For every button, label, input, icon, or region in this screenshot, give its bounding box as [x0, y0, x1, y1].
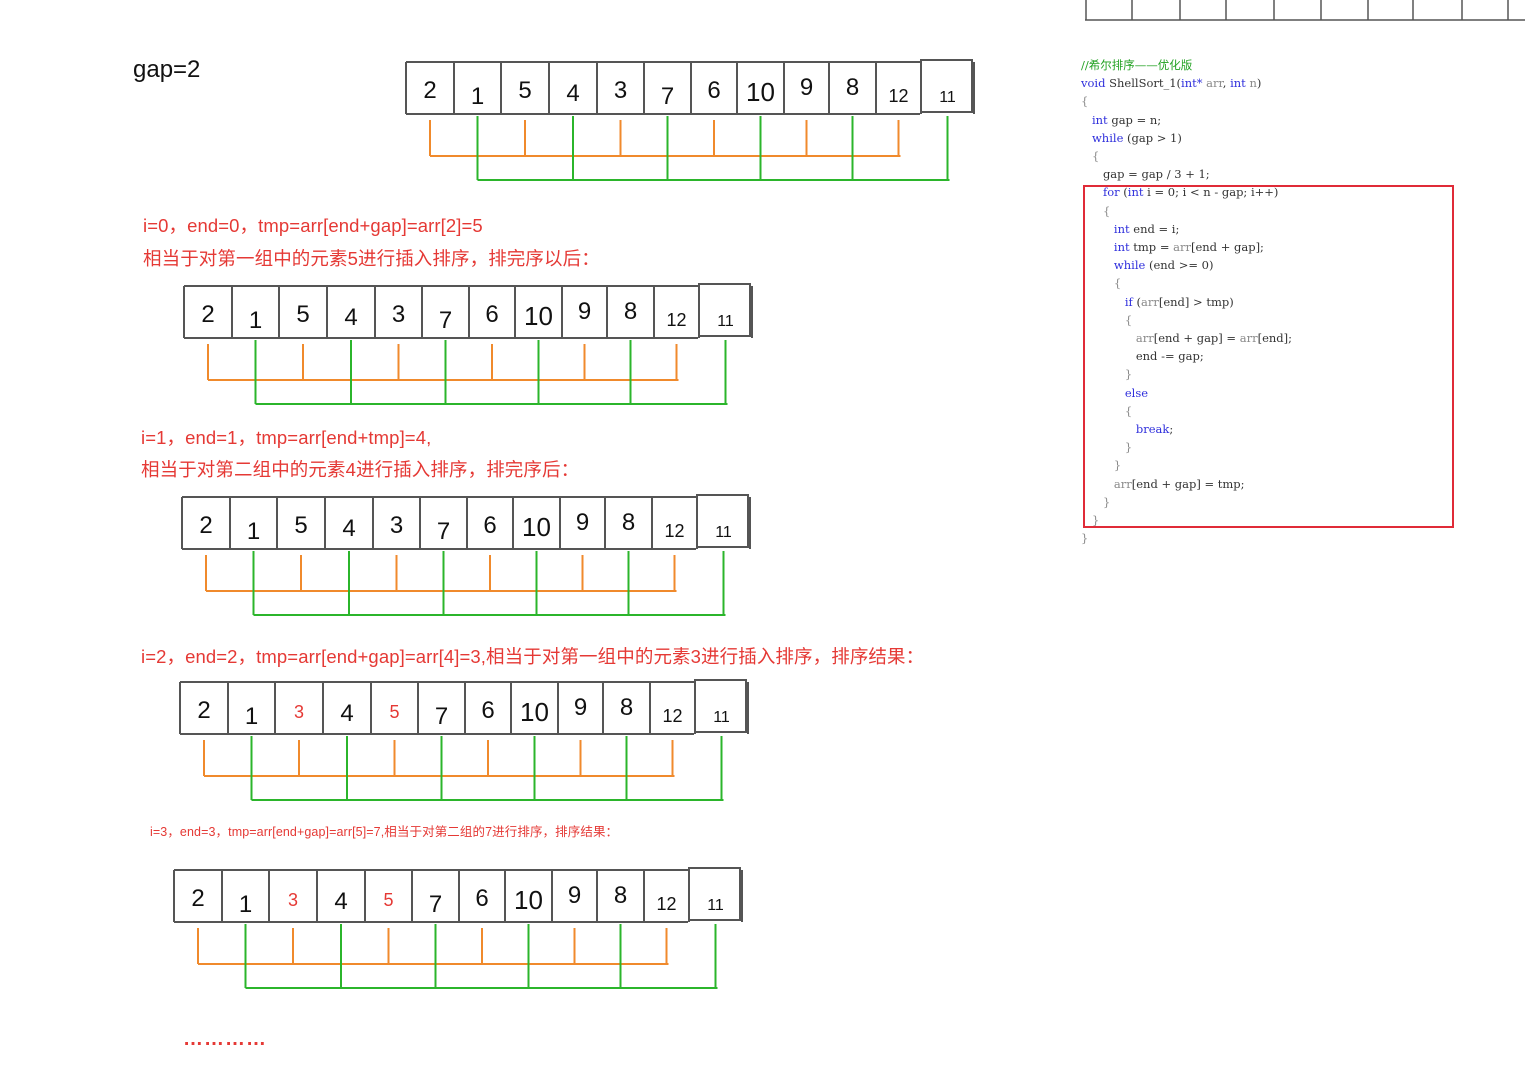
continuation-ellipsis: ………… — [183, 1028, 267, 1050]
top-array-strip — [1085, 0, 1525, 22]
step1-caption-line1: i=1，end=1，tmp=arr[end+tmp]=4, — [141, 427, 432, 448]
cell-value-7: 10 — [522, 512, 551, 542]
cell-value-5: 7 — [661, 83, 674, 110]
cell-value-10: 12 — [656, 894, 676, 914]
cell-value-3: 4 — [344, 304, 357, 331]
step0-caption-line2: 相当于对第一组中的元素5进行插入排序，排完序以后： — [143, 248, 600, 269]
code-comment: //希尔排序——优化版 — [1081, 58, 1193, 72]
cell-value-9: 8 — [614, 882, 627, 909]
cell-value-1: 1 — [239, 891, 252, 918]
cell-value-6: 6 — [707, 77, 720, 104]
cell-value-0: 2 — [197, 697, 210, 724]
group2-bracket — [252, 551, 726, 616]
cell-value-3: 4 — [566, 80, 579, 107]
cell-value-8: 9 — [800, 74, 813, 101]
cell-value-8: 9 — [568, 882, 581, 909]
step0-caption-line1: i=0，end=0，tmp=arr[end+gap]=arr[2]=5 — [143, 215, 483, 236]
code-panel: //希尔排序——优化版 void ShellSort_1(int* arr, i… — [1075, 56, 1465, 546]
cell-value-2: 5 — [296, 301, 309, 328]
cell-value-4: 5 — [383, 890, 393, 910]
cell-value-2: 3 — [288, 890, 298, 910]
cell-value-4: 3 — [390, 512, 403, 539]
step1-caption-line2: 相当于对第二组中的元素4进行插入排序，排完序后： — [141, 459, 580, 480]
cell-value-8: 9 — [578, 298, 591, 325]
cell-value-5: 7 — [439, 307, 452, 334]
cell-value-7: 10 — [524, 301, 553, 331]
cell-value-5: 7 — [437, 518, 450, 545]
cell-value-7: 10 — [514, 885, 543, 915]
cell-value-0: 2 — [191, 885, 204, 912]
array-diagram-initial: 2 1 5 4 3 7 6 10 9 8 12 11 — [405, 59, 975, 190]
array-diagram-step3: 2 1 3 4 5 7 6 10 9 8 12 11 — [173, 867, 743, 998]
cell-value-9: 8 — [620, 694, 633, 721]
group1-bracket — [197, 928, 669, 965]
cell-value-2: 5 — [518, 77, 531, 104]
cell-value-11: 11 — [939, 89, 956, 106]
group2-bracket — [476, 116, 950, 181]
array-diagram-step2: 2 1 3 4 5 7 6 10 9 8 12 11 — [179, 679, 749, 810]
cell-value-3: 4 — [342, 515, 355, 542]
group2-bracket — [250, 736, 724, 801]
group1-bracket — [203, 740, 675, 777]
cell-value-8: 9 — [576, 509, 589, 536]
cell-value-7: 10 — [746, 77, 775, 107]
cell-value-9: 8 — [624, 298, 637, 325]
cell-value-10: 12 — [662, 706, 682, 726]
cell-value-0: 2 — [201, 301, 214, 328]
cell-value-5: 7 — [429, 891, 442, 918]
cell-value-6: 6 — [481, 697, 494, 724]
code-listing: //希尔排序——优化版 void ShellSort_1(int* arr, i… — [1081, 58, 1293, 546]
step3-caption: i=3，end=3，tmp=arr[end+gap]=arr[5]=7,相当于对… — [150, 825, 619, 839]
cell-value-4: 3 — [614, 77, 627, 104]
cell-value-9: 8 — [622, 509, 635, 536]
highlight-box — [1083, 185, 1454, 528]
cell-value-6: 6 — [475, 885, 488, 912]
cell-value-2: 5 — [294, 512, 307, 539]
group2-bracket — [244, 924, 718, 989]
cell-value-5: 7 — [435, 703, 448, 730]
cell-value-6: 6 — [483, 512, 496, 539]
cell-value-11: 11 — [713, 709, 730, 726]
cell-value-11: 11 — [715, 524, 732, 541]
group1-bracket — [207, 344, 679, 381]
cell-value-3: 4 — [334, 888, 347, 915]
cell-value-11: 11 — [717, 313, 734, 330]
cell-value-8: 9 — [574, 694, 587, 721]
cell-value-7: 10 — [520, 697, 549, 727]
cell-value-1: 1 — [247, 518, 260, 545]
gap-label: gap=2 — [133, 56, 201, 83]
cell-value-10: 12 — [666, 310, 686, 330]
cell-value-6: 6 — [485, 301, 498, 328]
cell-value-9: 8 — [846, 74, 859, 101]
cell-value-1: 1 — [471, 83, 484, 110]
cell-value-1: 1 — [245, 703, 258, 730]
array-diagram-step1: 2 1 5 4 3 7 6 10 9 8 12 11 — [181, 494, 751, 625]
cell-value-2: 3 — [294, 702, 304, 722]
array-diagram-step0: 2 1 5 4 3 7 6 10 9 8 12 11 — [183, 283, 753, 414]
cell-value-1: 1 — [249, 307, 262, 334]
group1-bracket — [205, 555, 677, 592]
step2-caption: i=2，end=2，tmp=arr[end+gap]=arr[4]=3,相当于对… — [141, 646, 925, 667]
group1-bracket — [429, 120, 901, 157]
cell-value-4: 5 — [389, 702, 399, 722]
cell-value-3: 4 — [340, 700, 353, 727]
cell-value-0: 2 — [199, 512, 212, 539]
cell-value-10: 12 — [664, 521, 684, 541]
cell-value-10: 12 — [888, 86, 908, 106]
cell-value-4: 3 — [392, 301, 405, 328]
cell-value-0: 2 — [423, 77, 436, 104]
cell-value-11: 11 — [707, 897, 724, 914]
group2-bracket — [254, 340, 728, 405]
